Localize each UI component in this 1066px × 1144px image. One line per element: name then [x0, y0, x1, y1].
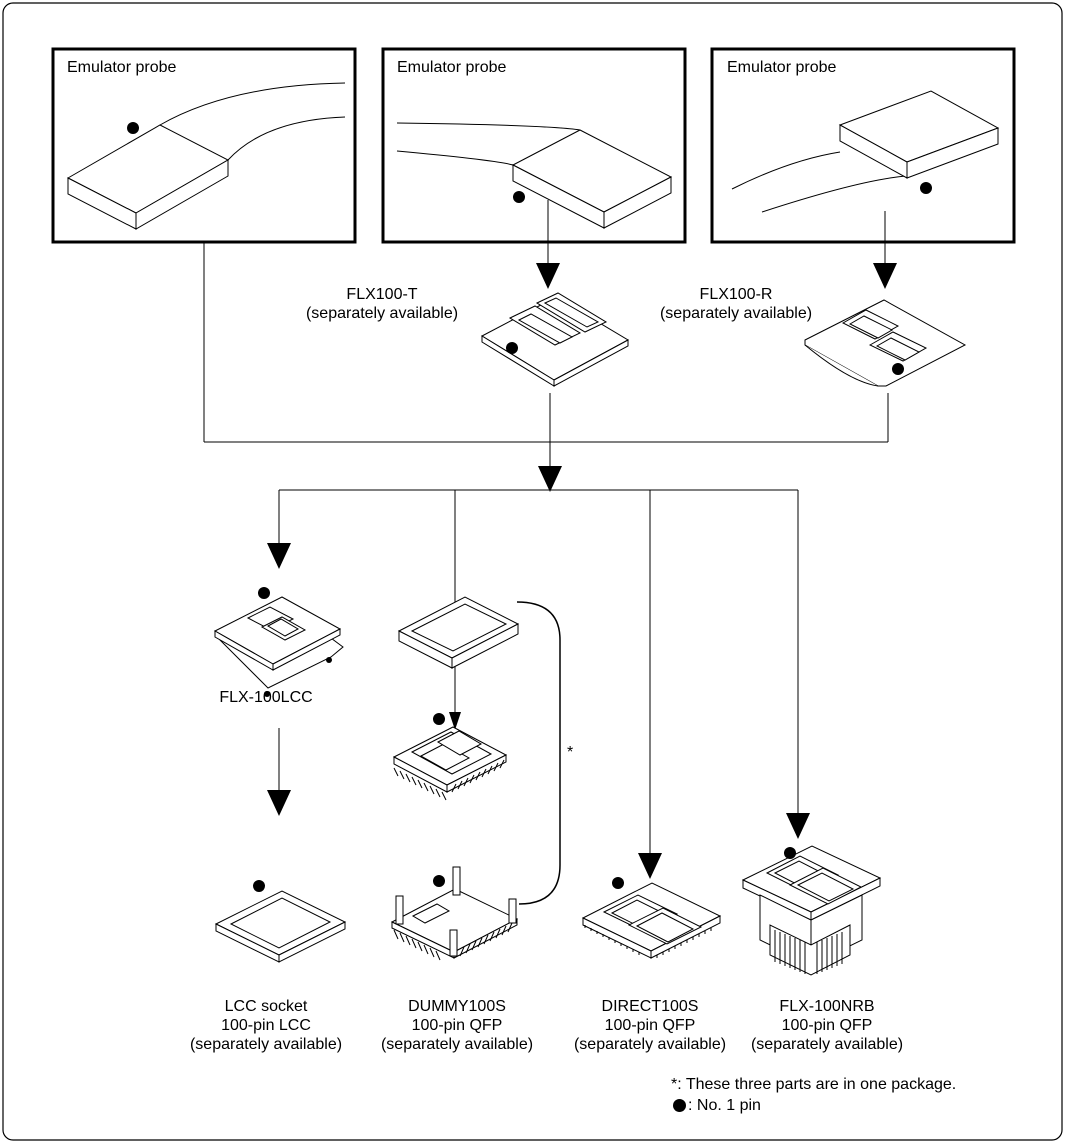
- probe-2-title: Emulator probe: [397, 59, 507, 76]
- pin-legend: : No. 1 pin: [673, 1096, 761, 1115]
- probe-3-title: Emulator probe: [727, 59, 837, 76]
- pin1-dot-direct100s: [612, 877, 624, 889]
- flx100-r-adapter: [804, 299, 967, 387]
- lcc-socket-package: 100-pin LCC: [221, 1017, 311, 1034]
- flx-100lcc-adapter: [213, 596, 344, 689]
- arrow-to-flx-100lcc: [267, 543, 291, 569]
- arrow-to-lcc-socket: [267, 790, 291, 816]
- flx-100nrb-shape: [741, 845, 882, 976]
- pin1-dot-dummy100s: [433, 875, 445, 887]
- direct100s-name: DIRECT100S: [601, 998, 699, 1015]
- flx-100nrb-label: FLX-100NRB 100-pin QFP (separately avail…: [751, 997, 903, 1054]
- pin1-dot-lcc-socket: [253, 880, 265, 892]
- connector-lines-distribution: [278, 489, 799, 855]
- probe-head-3: [838, 90, 1000, 179]
- lcc-socket-name: LCC socket: [224, 998, 308, 1015]
- flx-100nrb-note: (separately available): [750, 1036, 904, 1053]
- pin1-legend-dot: [673, 1099, 686, 1112]
- dummy100s-note: (separately available): [380, 1036, 534, 1053]
- probe-head-2: [511, 129, 673, 229]
- arrow-to-direct100s: [638, 853, 662, 879]
- lcc-socket-note: (separately available): [189, 1036, 343, 1053]
- pin1-dot-qfp-probe: [433, 713, 445, 725]
- flx100-t-name: FLX100-T: [346, 286, 418, 303]
- arrow-to-flx-100nrb: [786, 813, 810, 839]
- lcc-screw-1: [326, 657, 332, 663]
- pin1-dot-probe-2: [513, 191, 525, 203]
- direct100s-note: (separately available): [573, 1036, 727, 1053]
- arrow-to-dummy100s: [449, 712, 461, 730]
- probe-1-title: Emulator probe: [67, 59, 177, 76]
- dummy100s-frame: [397, 596, 520, 669]
- lcc-socket-shape: [214, 890, 347, 963]
- lcc-socket-label: LCC socket 100-pin LCC (separately avail…: [190, 997, 342, 1054]
- flx-100nrb-name: FLX-100NRB: [779, 998, 875, 1015]
- dummy100s-label: DUMMY100S 100-pin QFP (separately availa…: [381, 997, 533, 1054]
- pin1-dot-flx-100lcc: [258, 587, 270, 599]
- flx-100lcc-label: FLX-100LCC: [219, 689, 313, 706]
- bracket-asterisk: *: [567, 744, 574, 761]
- flx-100nrb-package: 100-pin QFP: [781, 1017, 873, 1034]
- pin1-dot-probe-3: [920, 182, 932, 194]
- package-bracket: [516, 601, 561, 905]
- flx100-r-note: (separately available): [659, 305, 813, 322]
- emulator-probe-box-3: [710, 47, 1016, 244]
- qfp-probe-middle: [392, 726, 508, 801]
- pin1-dot-flx100-r: [892, 363, 904, 375]
- dummy100s-package: 100-pin QFP: [411, 1017, 503, 1034]
- direct100s-shape: [581, 882, 722, 959]
- flx100-t-note: (separately available): [305, 305, 459, 322]
- flx100-r-name: FLX100-R: [699, 286, 773, 303]
- probe-head-1: [66, 124, 230, 230]
- flx100-t-adapter: [480, 292, 630, 387]
- flx100-t-label: FLX100-T (separately available): [306, 285, 458, 323]
- dummy100s-name: DUMMY100S: [408, 998, 506, 1015]
- pin1-dot-flx-100nrb: [784, 847, 796, 859]
- arrow-to-flx100-t: [536, 263, 560, 289]
- package-footnote: *: These three parts are in one package.: [671, 1076, 957, 1093]
- pin1-dot-probe-1: [127, 122, 139, 134]
- lcc-screw-2: [264, 691, 270, 697]
- arrow-to-flx100-r: [873, 263, 897, 289]
- pin-legend-text: : No. 1 pin: [688, 1097, 761, 1114]
- direct100s-package: 100-pin QFP: [604, 1017, 696, 1034]
- flx100-r-label: FLX100-R (separately available): [660, 285, 812, 323]
- connector-lines-top: [203, 200, 889, 470]
- arrow-to-distribution: [538, 466, 562, 492]
- emulator-probe-box-2: [381, 47, 687, 244]
- emulator-probe-box-1: [51, 47, 357, 244]
- direct100s-label: DIRECT100S 100-pin QFP (separately avail…: [574, 997, 726, 1054]
- dummy100s-qfp: [390, 866, 519, 961]
- pin1-dot-flx100-t: [506, 342, 518, 354]
